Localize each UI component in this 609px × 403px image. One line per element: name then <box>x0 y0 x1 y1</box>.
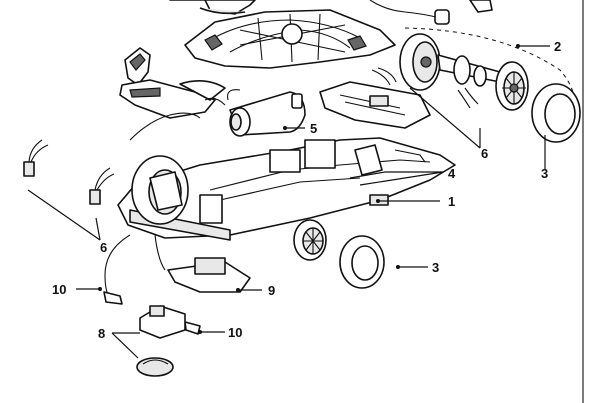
front-hub-part <box>129 112 201 225</box>
guide-plate-part <box>319 67 431 129</box>
leader-6a <box>27 189 101 241</box>
callout-9: 9 <box>268 283 275 298</box>
callout-10-left: 10 <box>52 282 66 297</box>
callout-3-top: 3 <box>541 166 548 181</box>
callout-6-left: 6 <box>100 240 107 255</box>
callout-5: 5 <box>310 121 317 136</box>
callout-8: 8 <box>98 326 105 341</box>
interior-roll-cage <box>184 9 396 69</box>
front-tire-part <box>339 235 385 289</box>
callout-10-right: 10 <box>228 325 242 340</box>
front-wheel-part <box>293 219 327 261</box>
leader-8 <box>111 332 140 359</box>
callout-2: 2 <box>554 39 561 54</box>
callout-6-right: 6 <box>481 146 488 161</box>
callout-3-middle: 3 <box>432 260 439 275</box>
magnet-holder-part <box>136 305 186 377</box>
motor-cable-top <box>369 0 493 25</box>
leader-4 <box>349 171 444 186</box>
motor-part <box>204 89 306 137</box>
callout-1: 1 <box>448 194 455 209</box>
guide-blade-part <box>154 234 251 293</box>
callout-4: 4 <box>448 166 456 181</box>
rear-tire-part <box>531 83 581 143</box>
pickup-brushes-left <box>23 139 115 205</box>
rear-axle-assembly <box>399 27 576 141</box>
body-shell-fragment <box>169 0 256 15</box>
side-mirror-part <box>124 47 151 86</box>
leader-6b <box>409 87 481 149</box>
front-bumper-part <box>119 79 226 119</box>
